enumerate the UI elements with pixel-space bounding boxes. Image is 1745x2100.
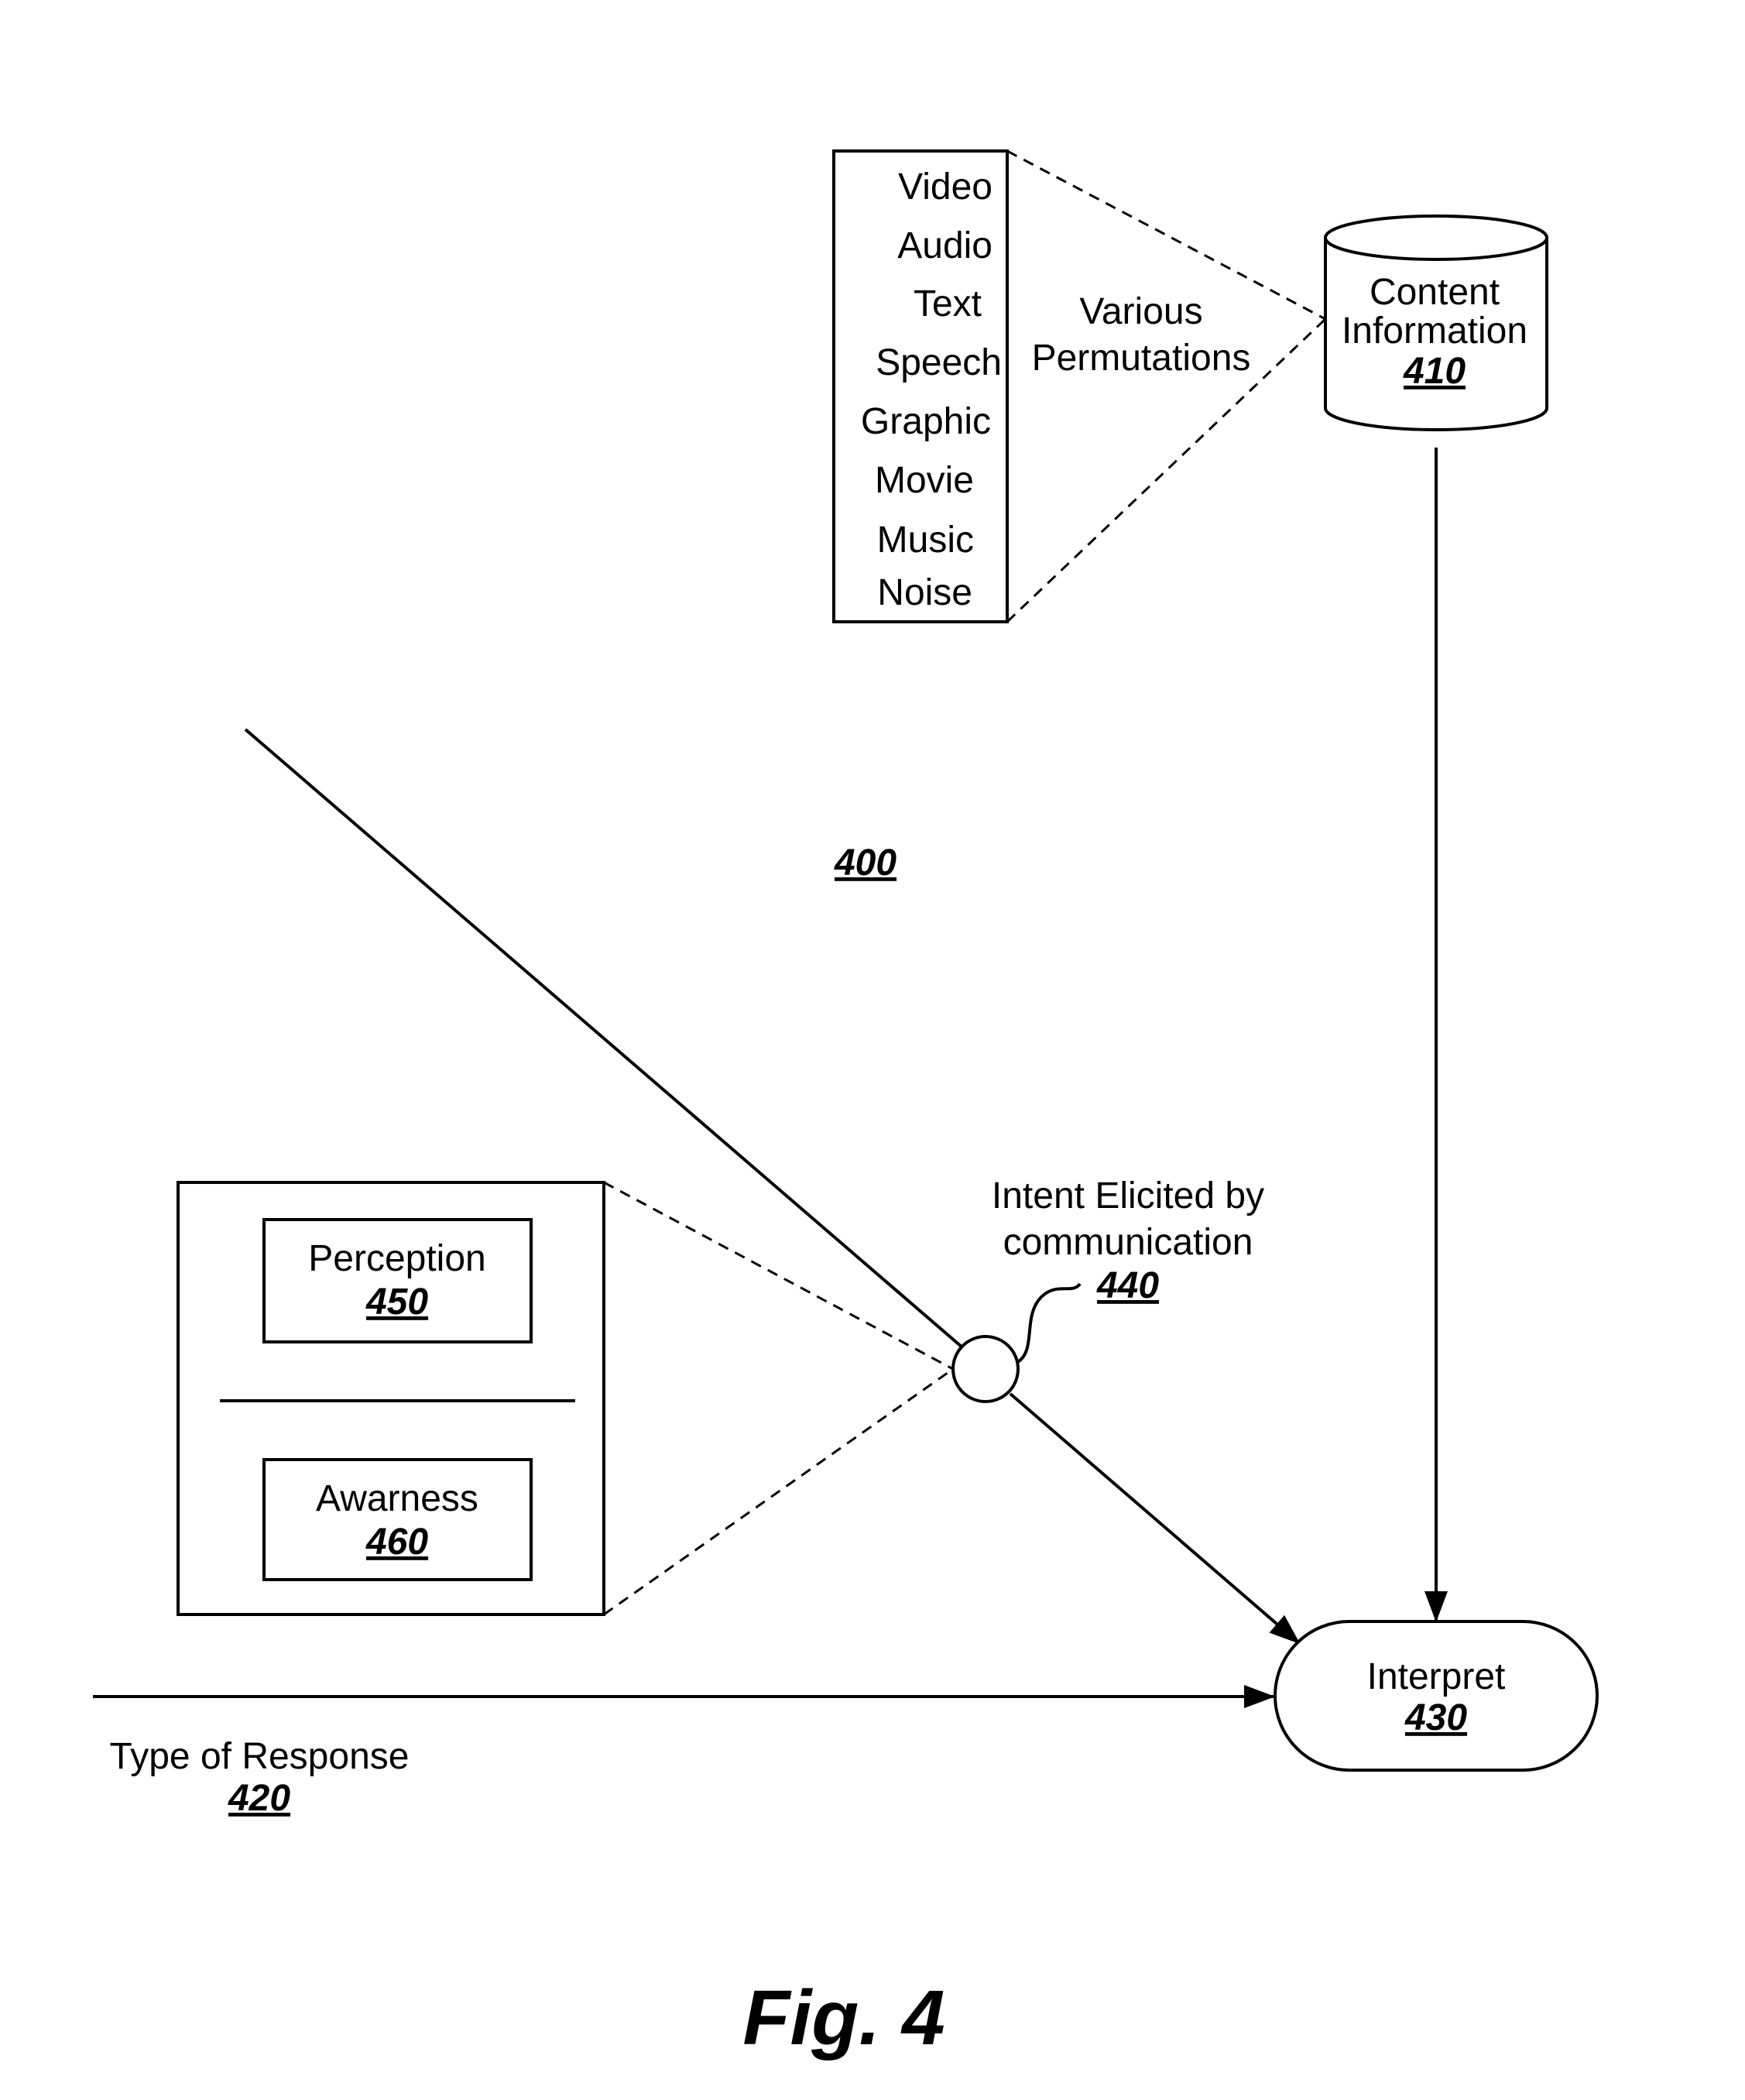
- figure-caption: Fig. 4: [742, 1975, 944, 2061]
- perception-label: Perception: [308, 1238, 485, 1279]
- container-to-intent-dashed-bottom: [604, 1369, 953, 1614]
- content-info-label-line1: Content: [1370, 272, 1500, 313]
- container-to-intent-dashed-top: [604, 1182, 953, 1369]
- interpret-label: Interpret: [1367, 1656, 1506, 1697]
- intent-ref: 440: [1096, 1265, 1159, 1306]
- media-list-box: Video Audio Text Speech Graphic Movie Mu…: [834, 151, 1007, 622]
- interpret-node: Interpret 430: [1275, 1621, 1597, 1770]
- intent-label-line2: communication: [1003, 1222, 1253, 1263]
- media-item-audio: Audio: [897, 225, 992, 266]
- media-item-movie: Movie: [875, 460, 974, 501]
- intent-leader-line: [1016, 1284, 1080, 1363]
- media-item-graphic: Graphic: [861, 401, 991, 442]
- intent-label-line1: Intent Elicited by: [992, 1175, 1264, 1216]
- permutations-label-line1: Various: [1079, 291, 1202, 332]
- media-item-speech: Speech: [876, 342, 1002, 383]
- diagram-ref-400: 400: [834, 842, 896, 884]
- interpret-ref: 430: [1404, 1697, 1467, 1738]
- response-ref: 420: [228, 1778, 290, 1819]
- awareness-ref: 460: [365, 1522, 428, 1563]
- media-item-text: Text: [914, 283, 982, 324]
- content-info-ref: 410: [1403, 351, 1466, 392]
- permutations-label-line2: Permutations: [1032, 338, 1251, 379]
- response-label: Type of Response: [110, 1736, 410, 1777]
- perception-box: Perception 450: [264, 1220, 531, 1342]
- content-info-label-line2: Information: [1342, 311, 1527, 352]
- media-item-video: Video: [898, 166, 992, 208]
- awareness-label: Awarness: [316, 1478, 478, 1519]
- intent-to-interpret-arrow: [1010, 1394, 1299, 1643]
- awareness-box: Awarness 460: [264, 1460, 531, 1580]
- perception-ref: 450: [365, 1282, 428, 1323]
- intent-node-circle: [953, 1337, 1018, 1402]
- content-information-database: Content Information 410: [1325, 216, 1547, 430]
- media-item-music: Music: [877, 520, 974, 561]
- media-item-noise: Noise: [877, 572, 972, 613]
